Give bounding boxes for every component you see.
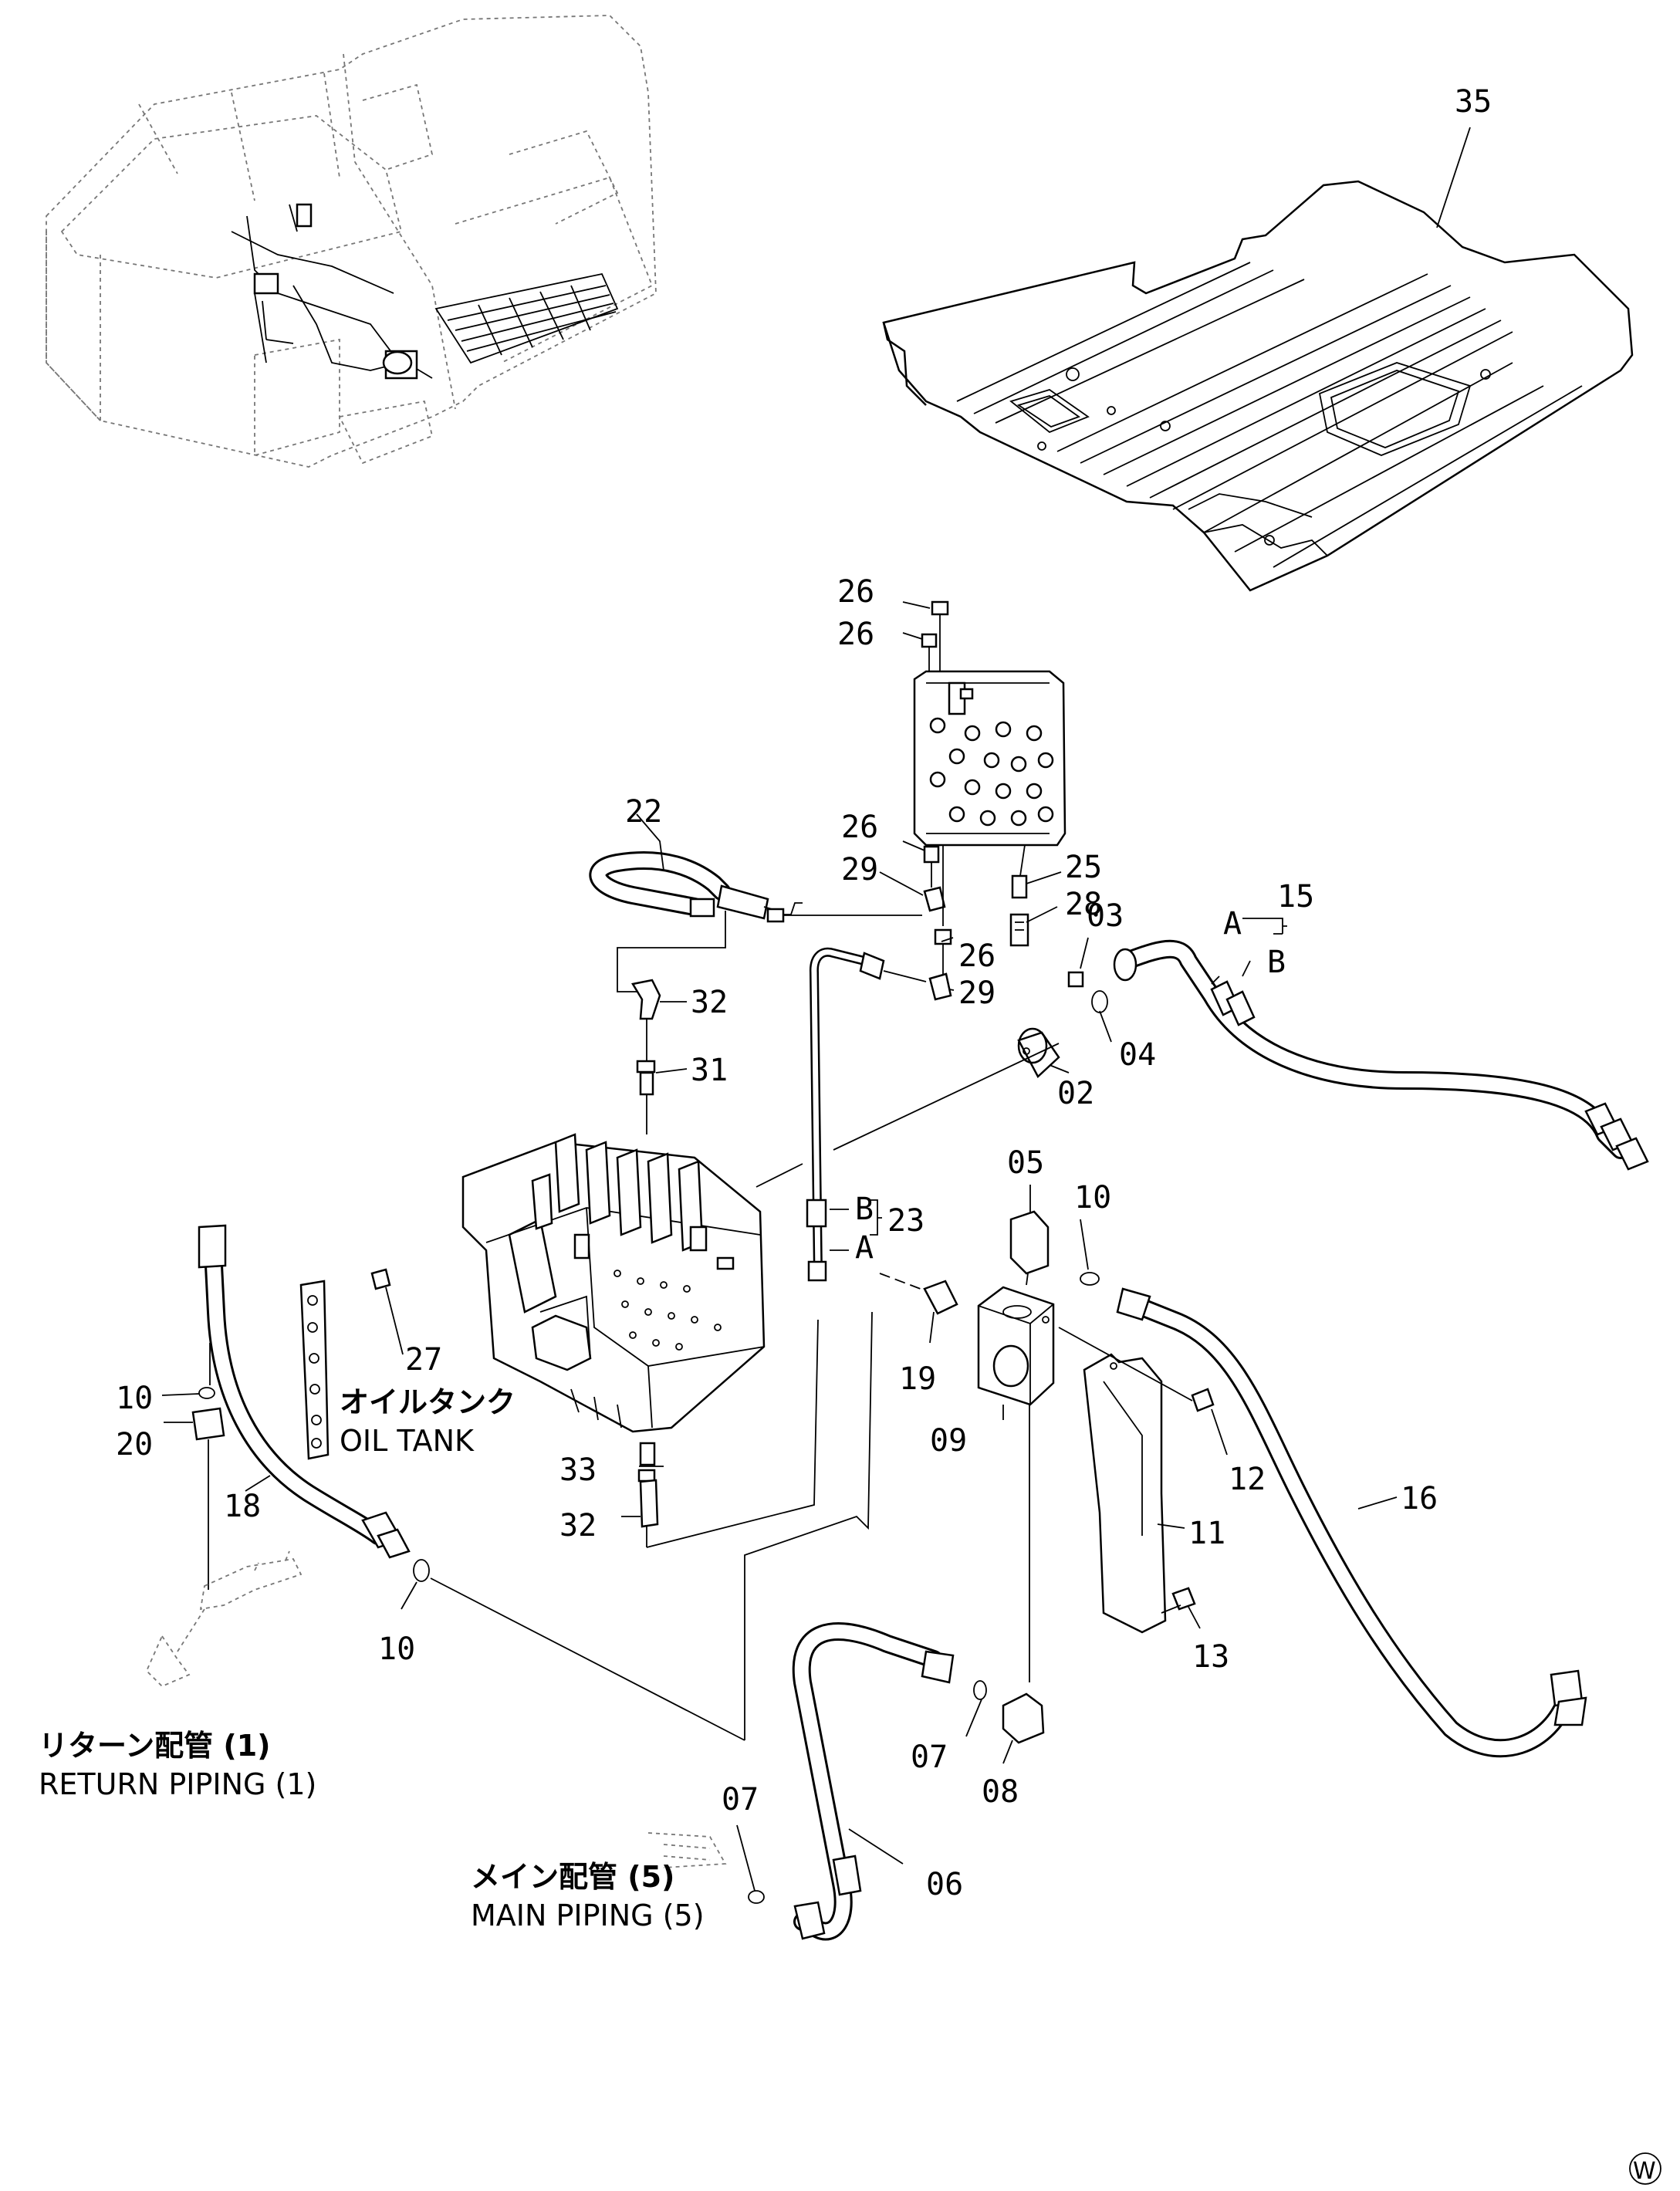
label-26: 26: [841, 810, 878, 845]
return-piping-note-jp: リターン配管 (1): [39, 1729, 271, 1763]
hose-18: [198, 1224, 873, 1741]
label-15-B: B: [1267, 945, 1286, 980]
label-13: 13: [1192, 1639, 1229, 1675]
oil-tank-note-jp: オイルタンク: [340, 1385, 515, 1419]
block-09: [977, 1286, 1055, 1406]
label-26: 26: [837, 574, 874, 610]
section-notes: オイルタンク OIL TANK リターン配管 (1) RETURN PIPING…: [39, 1385, 705, 1932]
label-15: 15: [1277, 879, 1314, 915]
label-07: 07: [722, 1782, 759, 1817]
fittings-32-31: [631, 979, 661, 1134]
hose-22: [589, 851, 922, 992]
label-26: 26: [837, 617, 874, 652]
flange-02: [755, 971, 1108, 1188]
fitting-05: [1009, 1210, 1050, 1286]
label-07: 07: [911, 1740, 948, 1775]
hose-16: [1058, 1287, 1587, 1758]
leader-lines: [161, 127, 1471, 1892]
label-10: 10: [1074, 1180, 1111, 1216]
label-10: 10: [378, 1631, 415, 1667]
label-19: 19: [899, 1361, 936, 1397]
part-labels: 35 26 26 26 22 29 25 28 03 15 A B 26 29 …: [116, 84, 1492, 1902]
label-26: 26: [958, 938, 995, 974]
machine-overview-illustration: [46, 15, 657, 468]
corner-mark-letter: W: [1633, 2158, 1656, 2185]
fitting-08: [1002, 1405, 1045, 1744]
label-29: 29: [958, 975, 995, 1011]
label-12: 12: [1229, 1462, 1266, 1497]
label-22: 22: [625, 794, 662, 830]
control-valve: [461, 1133, 766, 1433]
label-23: 23: [887, 1203, 925, 1239]
label-05: 05: [1007, 1145, 1044, 1181]
label-08: 08: [982, 1774, 1019, 1810]
label-10: 10: [116, 1381, 153, 1416]
label-18: 18: [224, 1489, 261, 1524]
hose-06: [748, 1622, 987, 1941]
label-31: 31: [691, 1053, 728, 1088]
main-piping-note-en: MAIN PIPING (5): [471, 1899, 705, 1932]
pilot-valve-block: [913, 670, 1066, 847]
fittings-25-28: [1009, 844, 1029, 947]
label-15-A: A: [1223, 906, 1242, 942]
label-32: 32: [691, 985, 728, 1020]
floor-plate-part-35: [882, 180, 1634, 592]
o-ring-10: [1080, 1272, 1100, 1286]
label-29: 29: [841, 852, 878, 888]
return-piping-note-en: RETURN PIPING (1): [39, 1767, 316, 1801]
hose-15: [1113, 939, 1649, 1171]
label-27: 27: [405, 1342, 442, 1378]
label-20: 20: [116, 1427, 153, 1462]
label-04: 04: [1119, 1037, 1156, 1073]
pipe-23: [806, 947, 927, 1282]
return-piping-hint: [145, 1550, 303, 1688]
bracket-11: [1083, 1353, 1215, 1634]
label-35: 35: [1455, 84, 1492, 120]
label-28: 28: [1065, 887, 1102, 922]
label-11: 11: [1188, 1516, 1225, 1551]
main-piping-hint: [647, 1832, 727, 1868]
fitting-19: [879, 1273, 958, 1315]
corner-mark: W: [1629, 2152, 1661, 2185]
fittings-26-29: [921, 600, 952, 1001]
label-09: 09: [930, 1423, 967, 1459]
bracket-27: [299, 1268, 391, 1460]
fitting-20: [191, 1343, 225, 1590]
label-33: 33: [559, 1452, 597, 1488]
label-25: 25: [1065, 850, 1102, 885]
label-02: 02: [1057, 1076, 1094, 1111]
valve-holes: [614, 1270, 722, 1351]
valve-block-fittings: [929, 717, 1054, 827]
label-23-A: A: [855, 1230, 874, 1266]
label-23-B: B: [855, 1192, 874, 1227]
label-06: 06: [926, 1867, 963, 1902]
label-32: 32: [559, 1508, 597, 1544]
oil-tank-note-en: OIL TANK: [340, 1424, 475, 1458]
fittings-33-32: [637, 1319, 819, 1548]
main-piping-note-jp: メイン配管 (5): [471, 1860, 674, 1894]
label-16: 16: [1401, 1481, 1438, 1516]
label-03: 03: [1087, 898, 1124, 934]
